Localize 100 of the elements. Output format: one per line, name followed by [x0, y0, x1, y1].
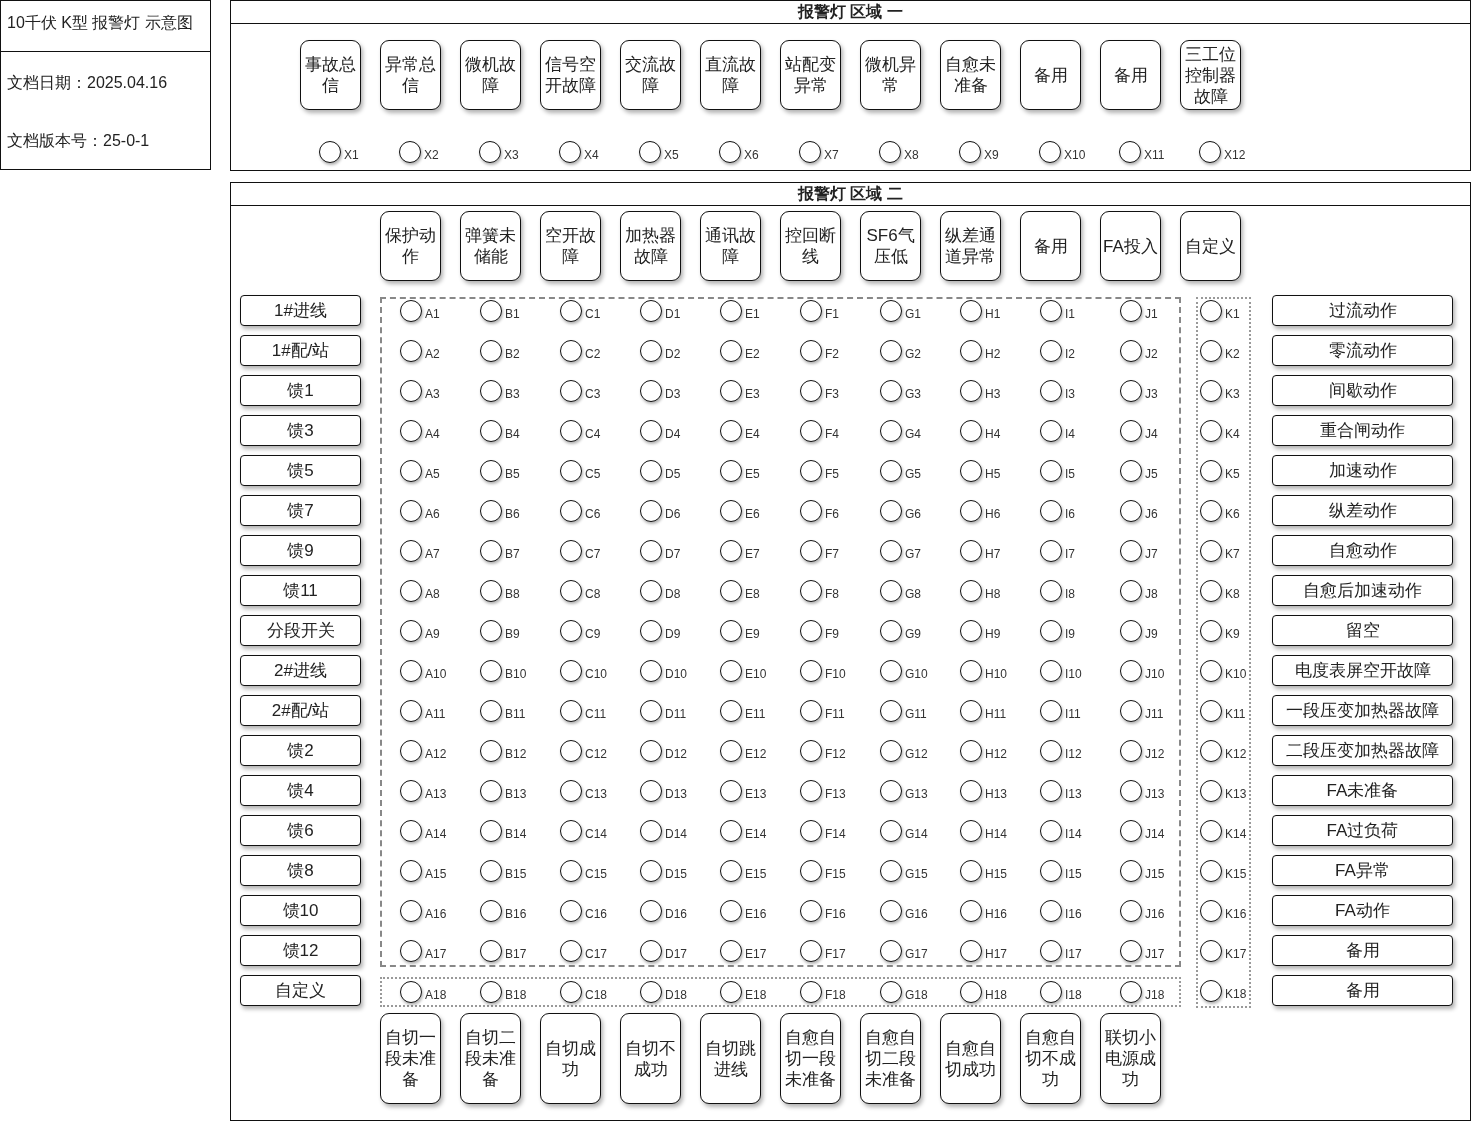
lamp-code: I14	[1065, 827, 1082, 841]
doc-version: 文档版本号：25-0-1	[7, 131, 150, 151]
lamp-code: H14	[985, 827, 1007, 841]
indicator-lamp	[560, 500, 582, 522]
indicator-lamp	[640, 420, 662, 442]
indicator-lamp	[480, 660, 502, 682]
indicator-lamp	[1200, 380, 1222, 402]
indicator-lamp	[400, 780, 422, 802]
indicator-lamp	[879, 141, 901, 163]
indicator-lamp	[880, 981, 902, 1003]
indicator-lamp	[799, 141, 821, 163]
lamp-code: E13	[745, 787, 767, 801]
indicator-lamp	[1040, 700, 1062, 722]
signal-label: 异常总信	[380, 40, 441, 110]
indicator-lamp	[720, 860, 742, 882]
signal-label: 二段压变加热器故障	[1272, 735, 1453, 766]
signal-label: 联切小电源成功	[1100, 1013, 1161, 1104]
indicator-lamp	[800, 420, 822, 442]
signal-label: 控回断线	[780, 211, 841, 281]
indicator-lamp	[720, 660, 742, 682]
indicator-lamp	[880, 620, 902, 642]
indicator-lamp	[1200, 660, 1222, 682]
signal-label: 直流故障	[700, 40, 761, 110]
lamp-code: J8	[1145, 587, 1158, 601]
lamp-code: A18	[425, 988, 447, 1002]
lamp-code: H4	[985, 427, 1001, 441]
lamp-code: E1	[745, 307, 760, 321]
lamp-code: C12	[585, 747, 607, 761]
indicator-lamp	[880, 340, 902, 362]
lamp-code: A14	[425, 827, 447, 841]
indicator-lamp	[1200, 740, 1222, 762]
indicator-lamp	[399, 141, 421, 163]
signal-label: 备用	[1272, 935, 1453, 966]
lamp-code: J16	[1145, 907, 1165, 921]
signal-label: FA动作	[1272, 895, 1453, 926]
lamp-code: J9	[1145, 627, 1158, 641]
signal-label: 零流动作	[1272, 335, 1453, 366]
indicator-lamp	[1200, 300, 1222, 322]
indicator-lamp	[960, 340, 982, 362]
indicator-lamp	[800, 620, 822, 642]
lamp-code: C9	[585, 627, 601, 641]
indicator-lamp	[880, 860, 902, 882]
signal-label: 馈1	[240, 375, 361, 406]
lamp-code: G7	[905, 547, 921, 561]
indicator-lamp	[640, 900, 662, 922]
lamp-code: I4	[1065, 427, 1075, 441]
indicator-lamp	[880, 900, 902, 922]
lamp-code: K14	[1225, 827, 1247, 841]
indicator-lamp	[560, 580, 582, 602]
lamp-code: D6	[665, 507, 681, 521]
indicator-lamp	[720, 500, 742, 522]
dotted-group-frame	[1196, 297, 1251, 1008]
indicator-lamp	[719, 141, 741, 163]
lamp-code: B4	[505, 427, 520, 441]
lamp-code: H16	[985, 907, 1007, 921]
lamp-code: H2	[985, 347, 1001, 361]
lamp-code: C2	[585, 347, 601, 361]
lamp-code: H15	[985, 867, 1007, 881]
signal-label: 自定义	[1180, 211, 1241, 281]
indicator-lamp	[880, 300, 902, 322]
indicator-lamp	[640, 620, 662, 642]
lamp-code: F3	[825, 387, 839, 401]
indicator-lamp	[720, 380, 742, 402]
lamp-code: J13	[1145, 787, 1165, 801]
lamp-code: G10	[905, 667, 928, 681]
indicator-lamp	[880, 660, 902, 682]
indicator-lamp	[1120, 540, 1142, 562]
indicator-lamp	[1200, 620, 1222, 642]
indicator-lamp	[1040, 900, 1062, 922]
indicator-lamp	[1200, 500, 1222, 522]
lamp-code: A17	[425, 947, 447, 961]
lamp-code: F18	[825, 988, 846, 1002]
indicator-lamp	[720, 460, 742, 482]
signal-label: 馈8	[240, 855, 361, 886]
lamp-code: D10	[665, 667, 687, 681]
region-title: 报警灯 区域 一	[231, 1, 1470, 24]
signal-label: 馈5	[240, 455, 361, 486]
lamp-code: A1	[425, 307, 440, 321]
lamp-code: C15	[585, 867, 607, 881]
indicator-lamp	[1120, 981, 1142, 1003]
signal-label: 自切成功	[540, 1013, 601, 1104]
lamp-code: D4	[665, 427, 681, 441]
indicator-lamp	[960, 780, 982, 802]
signal-label: 自愈后加速动作	[1272, 575, 1453, 606]
signal-label: FA投入	[1100, 211, 1161, 281]
indicator-lamp	[960, 940, 982, 962]
indicator-lamp	[480, 860, 502, 882]
lamp-code: H3	[985, 387, 1001, 401]
indicator-lamp	[640, 780, 662, 802]
indicator-lamp	[1120, 500, 1142, 522]
lamp-code: K5	[1225, 467, 1240, 481]
lamp-code: F17	[825, 947, 846, 961]
lamp-code: K10	[1225, 667, 1247, 681]
indicator-lamp	[1200, 540, 1222, 562]
lamp-code: H11	[985, 707, 1007, 721]
indicator-lamp	[560, 981, 582, 1003]
indicator-lamp	[400, 300, 422, 322]
lamp-code: B7	[505, 547, 520, 561]
lamp-code: I9	[1065, 627, 1075, 641]
indicator-lamp	[720, 420, 742, 442]
